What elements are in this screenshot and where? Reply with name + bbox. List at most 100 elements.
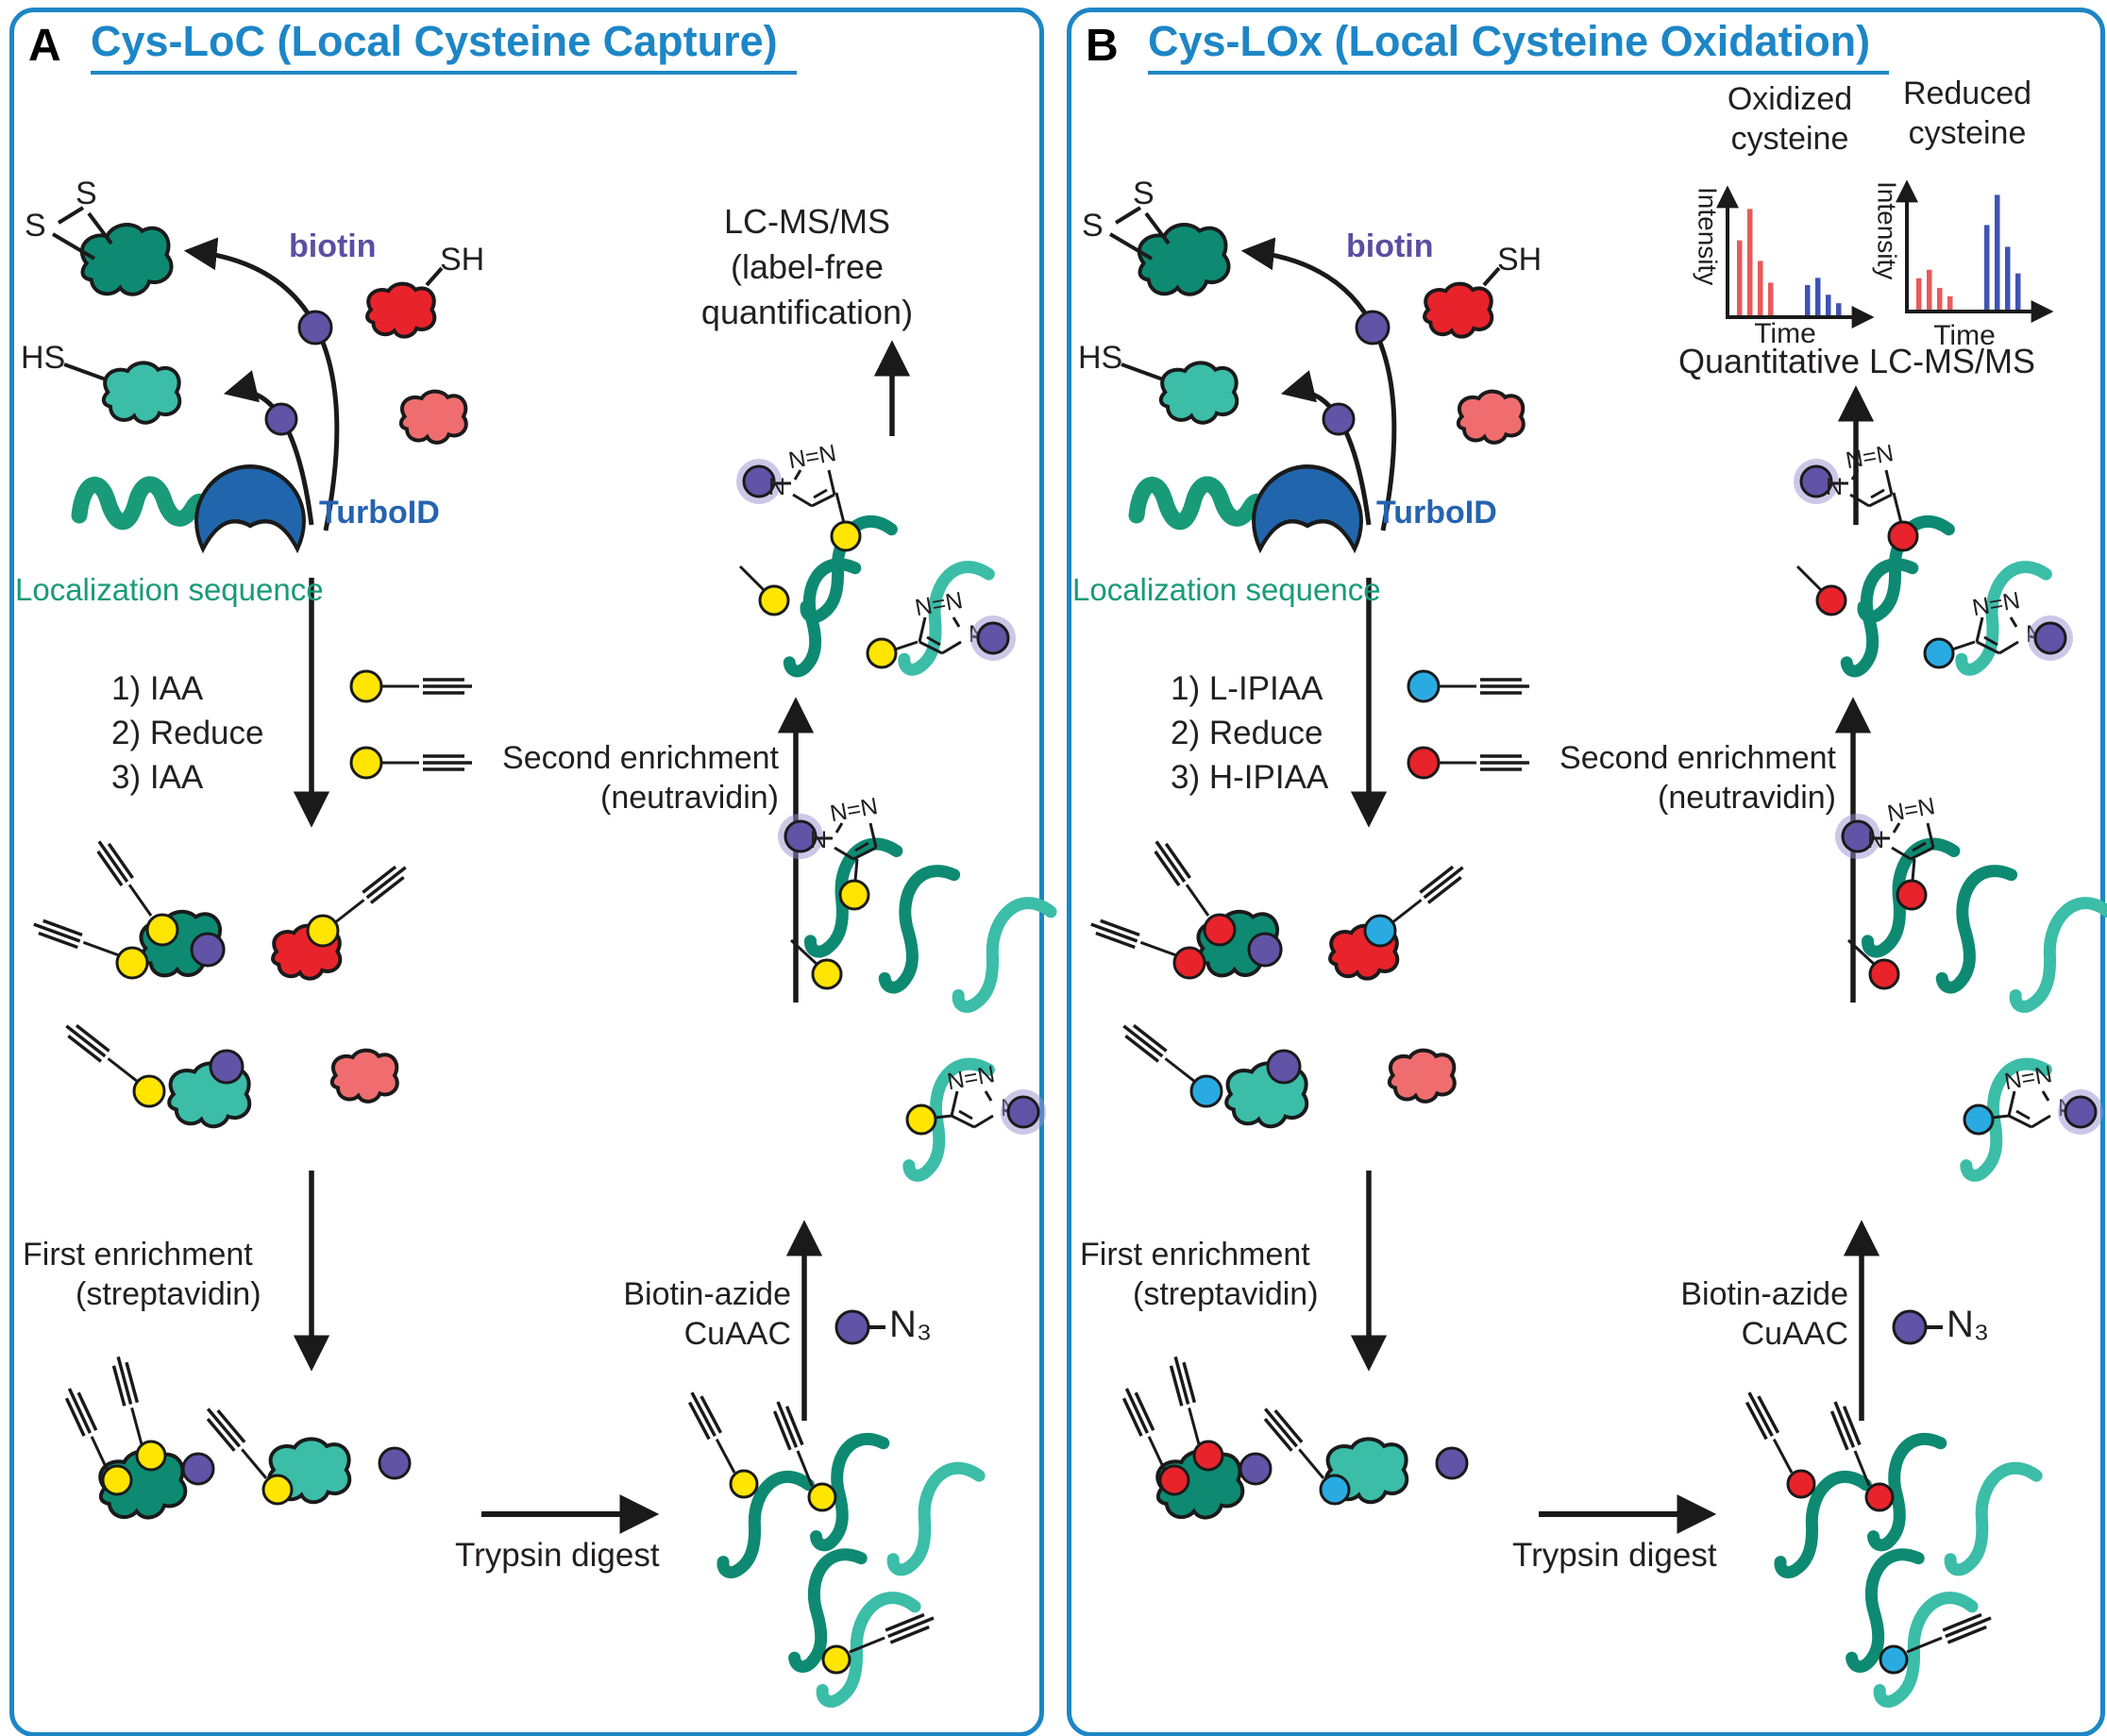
triazole-mid-1-nn-label: N=N: [1885, 793, 1937, 827]
bond-line: [1298, 1448, 1325, 1479]
bond-line: [690, 1391, 716, 1437]
bond-line: [1273, 1408, 1304, 1443]
triazole-top-2-nn-label: N=N: [913, 587, 965, 621]
peptide: [1935, 865, 2018, 994]
chart-bar: [1826, 295, 1831, 315]
biotin-label-a: biotin: [289, 228, 377, 264]
cys-probe: [1896, 879, 1928, 911]
biotin-dot: [976, 621, 1010, 655]
bond-line: [1906, 1636, 1943, 1654]
bond-line: [206, 1407, 242, 1448]
probe-alkyne: [33, 919, 120, 957]
bond-line: [1134, 1391, 1155, 1431]
s-to-blob-bond: [87, 211, 113, 245]
triazole-mid-1-ring: [854, 841, 869, 852]
bond-line: [849, 1636, 885, 1654]
thiol-hs-label-b: HS: [1078, 340, 1123, 376]
biotin-dot: [1247, 932, 1283, 968]
biotin-label-b: biotin: [1346, 228, 1434, 264]
triazole-mid-2-ring: [950, 1090, 959, 1117]
chart-bar: [1995, 194, 2000, 310]
first-enrichment-label-a: First enrichment: [23, 1237, 253, 1273]
bond-line: [33, 922, 81, 943]
probe-alkyne: [849, 1612, 935, 1654]
step-2-label-a: 2) Reduce: [111, 715, 264, 751]
cys-probe: [866, 637, 898, 669]
probe-alkyne: [1906, 1612, 1992, 1654]
biotin-dot: [209, 1049, 244, 1085]
step-2-label-b: 2) Reduce: [1171, 715, 1323, 751]
bond-line: [1188, 1407, 1201, 1445]
peptide: [898, 561, 995, 676]
bond-line: [1426, 875, 1462, 904]
triazole-top-1-n-label: N: [768, 474, 785, 500]
triazole-top-2-ring: [918, 616, 927, 643]
probe-legend-circle-1: [349, 669, 383, 703]
thiol-hs-label-a: HS: [21, 340, 66, 376]
triazole-top-2-ring: [1975, 616, 1984, 643]
triazole-mid-1-ring: [1926, 822, 1935, 849]
bond-line: [1122, 1024, 1164, 1058]
peptide: [1867, 1432, 1947, 1552]
cys-probe: [1887, 520, 1919, 552]
bond-line: [1853, 1450, 1871, 1487]
bond-line: [365, 866, 407, 900]
bond-line: [700, 1395, 723, 1434]
triazole-top-1-ring: [1884, 469, 1894, 496]
triazole-top-2-ring: [2009, 616, 2018, 628]
triazole-top-1-ring: [827, 469, 836, 496]
bond-line: [1182, 1361, 1197, 1404]
panel-a-label: A: [28, 21, 61, 71]
cys-probe: [1319, 1474, 1351, 1506]
probe-alkyne: [96, 840, 153, 917]
bond-line: [67, 1034, 103, 1063]
time-axis-label-oxidized: Time: [1754, 318, 1816, 349]
peptide: [952, 897, 1057, 1013]
bond-line: [1121, 1397, 1143, 1437]
cys-probe: [1363, 914, 1397, 948]
bond-line: [1100, 919, 1140, 937]
bond-line: [1263, 1417, 1293, 1452]
second-enrichment-sub-label-b: (neutravidin): [1658, 780, 1836, 816]
triazole-mid-2-ring: [2008, 1114, 2032, 1129]
peptide: [788, 1548, 868, 1673]
probe-alkyne: [1090, 919, 1177, 957]
probe-legend-alkyne-2: [1439, 754, 1529, 771]
chart-bar: [1815, 278, 1821, 315]
probe-alkyne: [1154, 840, 1210, 917]
first-enrichment-label-b: First enrichment: [1080, 1237, 1310, 1273]
triazole-top-2-ring: [919, 640, 943, 655]
peptide: [1944, 1461, 2043, 1576]
probe-alkyne: [65, 1023, 139, 1084]
second-enrichment-label-b: Second enrichment: [1559, 740, 1836, 776]
triazole-bond: [934, 1114, 952, 1120]
bond-line: [38, 931, 78, 950]
bond-line: [1942, 1612, 1982, 1632]
probe-legend-circle-2: [1407, 746, 1441, 780]
triazole-top-2-ring: [952, 616, 961, 628]
bond-line: [65, 1024, 107, 1058]
cys-probe: [1192, 1440, 1224, 1472]
bond-line: [1747, 1391, 1774, 1437]
bond-line: [96, 850, 124, 886]
peptide: [816, 1592, 921, 1708]
biotin-dot: [190, 932, 226, 968]
sh-bond: [425, 266, 444, 287]
intensity-axis-label-reduced: Intensity: [1872, 181, 1902, 280]
triazole-top-1-ring: [813, 488, 828, 499]
probe-legend-circle-1: [1407, 669, 1441, 703]
probe-legend-alkyne-1: [381, 678, 472, 695]
chart-bar: [1916, 278, 1922, 310]
thiol-protein-blob: [101, 361, 182, 425]
biotin-dot: [1799, 464, 1833, 498]
oxidized-cysteine-chart: [1699, 174, 1880, 334]
disulfide-s-lower-label-a: S: [25, 208, 46, 244]
panel-a-border: [9, 8, 1044, 1736]
thiol-protein-blob: [1158, 361, 1239, 425]
probe-legend-alkyne-1: [1439, 678, 1529, 695]
peptide: [716, 1470, 815, 1579]
bond-line: [1095, 931, 1136, 950]
quantitative-lcms-label: Quantitative LC-MS/MS: [1677, 342, 2036, 380]
chart-bar: [1836, 303, 1842, 315]
bond-line: [216, 1408, 246, 1443]
